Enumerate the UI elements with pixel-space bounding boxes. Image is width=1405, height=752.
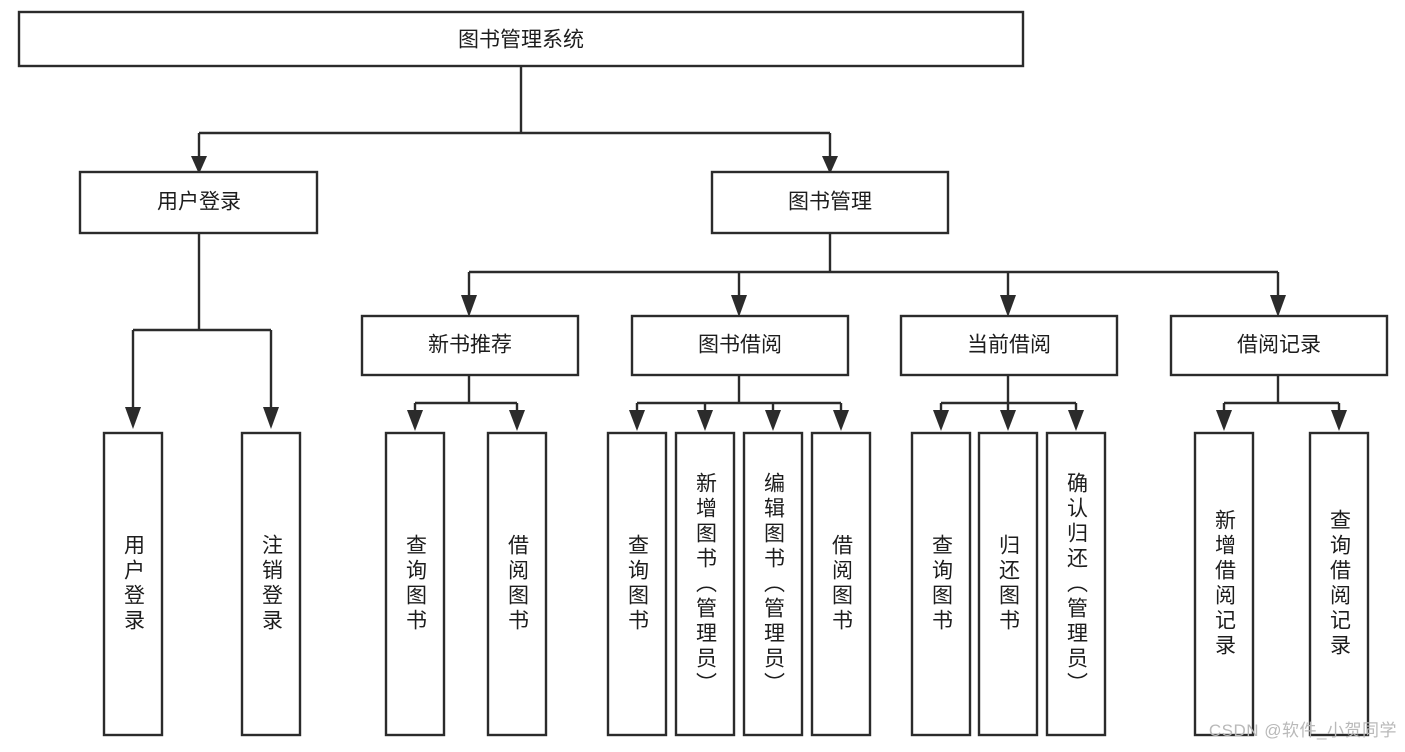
- node-user-login[interactable]: 用户登录: [78, 170, 319, 235]
- node-root-box[interactable]: [17, 10, 1025, 68]
- node-user-login-box[interactable]: [78, 170, 319, 235]
- arrow-to-leaf-add-record: [1216, 410, 1232, 431]
- leaf-borrow-book-1-box[interactable]: [486, 431, 548, 737]
- leaf-box-layer: [102, 431, 1370, 737]
- node-root[interactable]: 图书管理系统: [17, 10, 1025, 68]
- node-book-management[interactable]: 图书管理: [710, 170, 950, 235]
- node-book-management-label: 图书管理: [788, 191, 872, 214]
- leaf-return-book-box[interactable]: [977, 431, 1039, 737]
- leaf-query-book-3-box[interactable]: [910, 431, 972, 737]
- node-book-borrow-box[interactable]: [630, 314, 850, 377]
- connector-user-login-bus: [131, 233, 273, 409]
- arrow-to-book-borrow: [731, 295, 747, 317]
- arrow-to-leaf-query-record: [1331, 410, 1347, 431]
- node-book-borrow[interactable]: 图书借阅: [630, 314, 850, 377]
- node-new-book-recommend-box[interactable]: [360, 314, 580, 377]
- leaf-edit-book-box[interactable]: [742, 431, 804, 737]
- arrow-to-leaf-confirm-return: [1068, 410, 1084, 431]
- node-current-borrow-box[interactable]: [899, 314, 1119, 377]
- node-new-book-recommend[interactable]: 新书推荐: [360, 314, 580, 377]
- leaf-query-book-1-box[interactable]: [384, 431, 446, 737]
- node-borrow-record[interactable]: 借阅记录: [1169, 314, 1389, 377]
- arrow-to-leaf-user-login: [125, 407, 141, 429]
- leaf-confirm-return-box[interactable]: [1045, 431, 1107, 737]
- arrow-to-borrow-record: [1270, 295, 1286, 317]
- arrow-to-book-management: [822, 156, 838, 174]
- leaf-add-book-box[interactable]: [674, 431, 736, 737]
- connector-new-book-recommend-bus: [413, 375, 519, 412]
- node-borrow-record-label: 借阅记录: [1237, 334, 1321, 357]
- connector-root-bus: [197, 66, 832, 158]
- arrow-to-leaf-query-book-3: [933, 410, 949, 431]
- arrow-to-leaf-query-book-2: [629, 410, 645, 431]
- node-book-management-box[interactable]: [710, 170, 950, 235]
- arrow-to-user-login: [191, 156, 207, 174]
- node-book-borrow-label: 图书借阅: [698, 334, 782, 357]
- arrow-to-new-book-recommend: [461, 295, 477, 317]
- arrow-to-leaf-return-book: [1000, 410, 1016, 431]
- connector-book-borrow-bus: [635, 375, 843, 412]
- node-user-login-label: 用户登录: [157, 191, 241, 214]
- arrow-to-leaf-add-book: [697, 410, 713, 431]
- leaf-query-book-2-box[interactable]: [606, 431, 668, 737]
- connector-borrow-record-bus: [1222, 375, 1341, 412]
- connector-current-borrow-bus: [939, 375, 1078, 412]
- arrow-to-current-borrow: [1000, 295, 1016, 317]
- node-current-borrow[interactable]: 当前借阅: [899, 314, 1119, 377]
- arrow-to-leaf-logout: [263, 407, 279, 429]
- connector-book-management-bus: [467, 233, 1280, 297]
- node-new-book-recommend-label: 新书推荐: [428, 334, 512, 357]
- node-borrow-record-box[interactable]: [1169, 314, 1389, 377]
- leaf-user-login-box[interactable]: [102, 431, 164, 737]
- leaf-query-record-box[interactable]: [1308, 431, 1370, 737]
- leaf-add-record-box[interactable]: [1193, 431, 1255, 737]
- arrow-to-leaf-borrow-book-2: [833, 410, 849, 431]
- arrow-to-leaf-borrow-book-1: [509, 410, 525, 431]
- arrow-to-leaf-query-book-1: [407, 410, 423, 431]
- node-root-label: 图书管理系统: [458, 29, 584, 52]
- leaf-borrow-book-2-box[interactable]: [810, 431, 872, 737]
- node-current-borrow-label: 当前借阅: [967, 334, 1051, 357]
- csdn-watermark: CSDN @软件_小贺同学: [1208, 721, 1397, 740]
- connector-layer: [125, 66, 1347, 431]
- leaf-logout-box[interactable]: [240, 431, 302, 737]
- arrow-to-leaf-edit-book: [765, 410, 781, 431]
